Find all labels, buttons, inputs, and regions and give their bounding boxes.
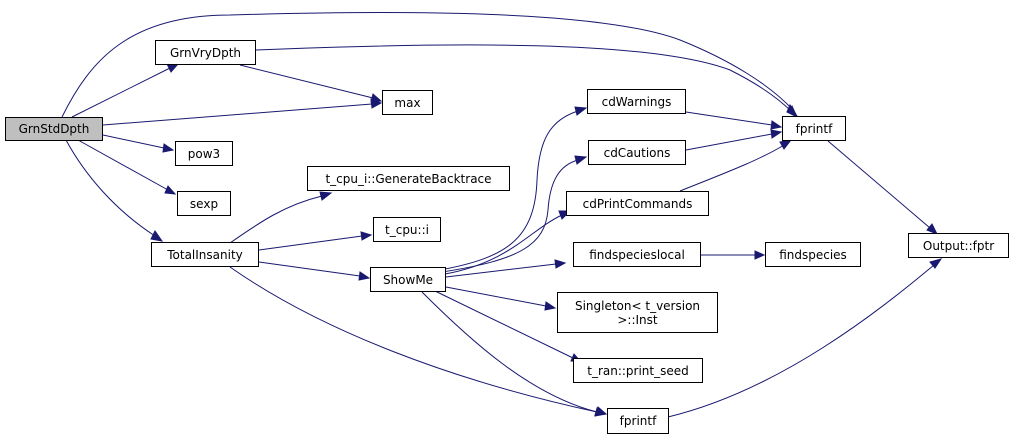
edge-cdprintcommands-fprintf-top	[679, 144, 785, 192]
edge-grnvrydpth-max	[239, 64, 374, 99]
node-label: findspecies	[779, 247, 847, 262]
edge-showme-findspecieslocal	[445, 263, 557, 278]
node-grnstddpth: GrnStdDpth	[5, 117, 103, 141]
edge-showme-cdwarnings	[439, 110, 579, 271]
node-label: sexp	[189, 196, 219, 211]
node-cdprintcommands[interactable]: cdPrintCommands	[566, 191, 709, 216]
edge-totalinsanity-tcpui	[258, 235, 363, 251]
node-fprintf-bottom[interactable]: fprintf	[607, 408, 669, 434]
edge-showme-singleton	[445, 286, 547, 307]
edge-grnstddpth-sexp	[77, 139, 169, 191]
edge-grnstddpth-max	[102, 103, 373, 126]
arrow-sexp	[164, 185, 177, 195]
node-outputfptr[interactable]: Output::fptr	[908, 233, 1009, 258]
edge-cdcautions-fprintf-top	[685, 133, 773, 151]
node-grnvrydpth[interactable]: GrnVryDpth	[155, 40, 256, 65]
arrow-fprintf-top-c	[770, 120, 783, 130]
arrow-fprintf-bottom-b	[594, 406, 608, 416]
edge-grnstddpth-pow3	[102, 134, 165, 149]
node-label: t_ran::print_seed	[587, 363, 689, 378]
node-sexp[interactable]: sexp	[177, 191, 231, 216]
node-pow3[interactable]: pow3	[175, 141, 233, 166]
node-label: max	[394, 95, 421, 110]
arrow-totalinsanity	[150, 230, 164, 242]
node-tcpui[interactable]: t_cpu::i	[373, 217, 441, 242]
node-label: fprintf	[619, 414, 657, 428]
node-fprintf-top[interactable]: fprintf	[782, 116, 846, 141]
edge-fprintf-bottom-outputfptr	[667, 264, 935, 418]
arrow-showme	[358, 271, 371, 281]
arrow-findspecieslocal	[554, 259, 567, 269]
arrow-tcpui	[360, 231, 373, 241]
node-findspecieslocal[interactable]: findspecieslocal	[573, 242, 701, 267]
node-max[interactable]: max	[382, 90, 433, 115]
arrow-outputfptr-b	[929, 258, 943, 269]
arrow-fprintf-top-b	[786, 105, 799, 119]
node-label: t_cpu_i::GenerateBacktrace	[325, 171, 492, 186]
arrow-fprintf-top-d	[770, 129, 783, 139]
edge-showme-fprintf-bottom	[421, 291, 598, 413]
node-label: GrnStdDpth	[18, 122, 90, 136]
arrow-cdwarnings	[574, 106, 588, 116]
arrow-cdcautions	[574, 155, 588, 165]
edge-grnvrydpth-fprintf-top	[255, 44, 793, 113]
node-label: findspecieslocal	[589, 247, 685, 262]
edge-showme-cdcautions	[441, 159, 579, 273]
node-showme[interactable]: ShowMe	[370, 267, 446, 292]
node-label: cdWarnings	[601, 94, 672, 109]
edge-totalinsanity-generatebacktrace	[229, 195, 323, 244]
edge-totalinsanity-showme	[258, 261, 361, 277]
node-cdwarnings[interactable]: cdWarnings	[587, 89, 686, 114]
arrow-max-b	[370, 93, 383, 103]
edge-showme-cdprintcommands	[444, 214, 563, 275]
node-generatebacktrace[interactable]: t_cpu_i::GenerateBacktrace	[307, 166, 510, 191]
node-label: cdCautions	[603, 145, 671, 160]
node-label: fprintf	[795, 121, 833, 136]
edge-fprintf-top-outputfptr	[827, 140, 931, 229]
node-label: TotalInsanity	[167, 247, 243, 262]
arrow-singleton	[544, 301, 557, 311]
node-label: pow3	[187, 146, 221, 161]
node-totalinsanity[interactable]: TotalInsanity	[151, 242, 259, 267]
edge-totalinsanity-fprintf-bottom	[229, 266, 598, 413]
edge-grnstddpth-fprintf-top	[61, 12, 794, 118]
node-cdcautions[interactable]: cdCautions	[588, 140, 686, 165]
node-label-line1: Singleton< t_version	[574, 298, 701, 313]
node-label: ShowMe	[382, 272, 434, 287]
arrow-grnvrydpth	[166, 63, 180, 73]
edge-showme-printseed	[434, 290, 574, 359]
arrow-fprintf-top-e	[779, 139, 793, 150]
node-printseed[interactable]: t_ran::print_seed	[573, 358, 703, 383]
node-label: t_cpu::i	[385, 222, 429, 237]
arrow-generatebacktrace	[319, 191, 333, 201]
arrow-pow3	[162, 143, 175, 153]
edge-grnstddpth-grnvrydpth	[71, 67, 171, 118]
node-label: cdPrintCommands	[582, 196, 693, 211]
arrow-findspecies	[754, 250, 766, 260]
arrow-outputfptr-a	[926, 223, 939, 235]
node-label: Output::fptr	[922, 238, 995, 253]
node-singleton-inst[interactable]: Singleton< t_version >::Inst	[557, 292, 718, 333]
node-label: GrnVryDpth	[169, 45, 242, 60]
node-label-line2: >::Inst	[617, 312, 658, 327]
edge-cdwarnings-fprintf-top	[685, 111, 773, 126]
node-findspecies[interactable]: findspecies	[765, 242, 861, 267]
edge-grnstddpth-totalinsanity	[65, 139, 156, 237]
